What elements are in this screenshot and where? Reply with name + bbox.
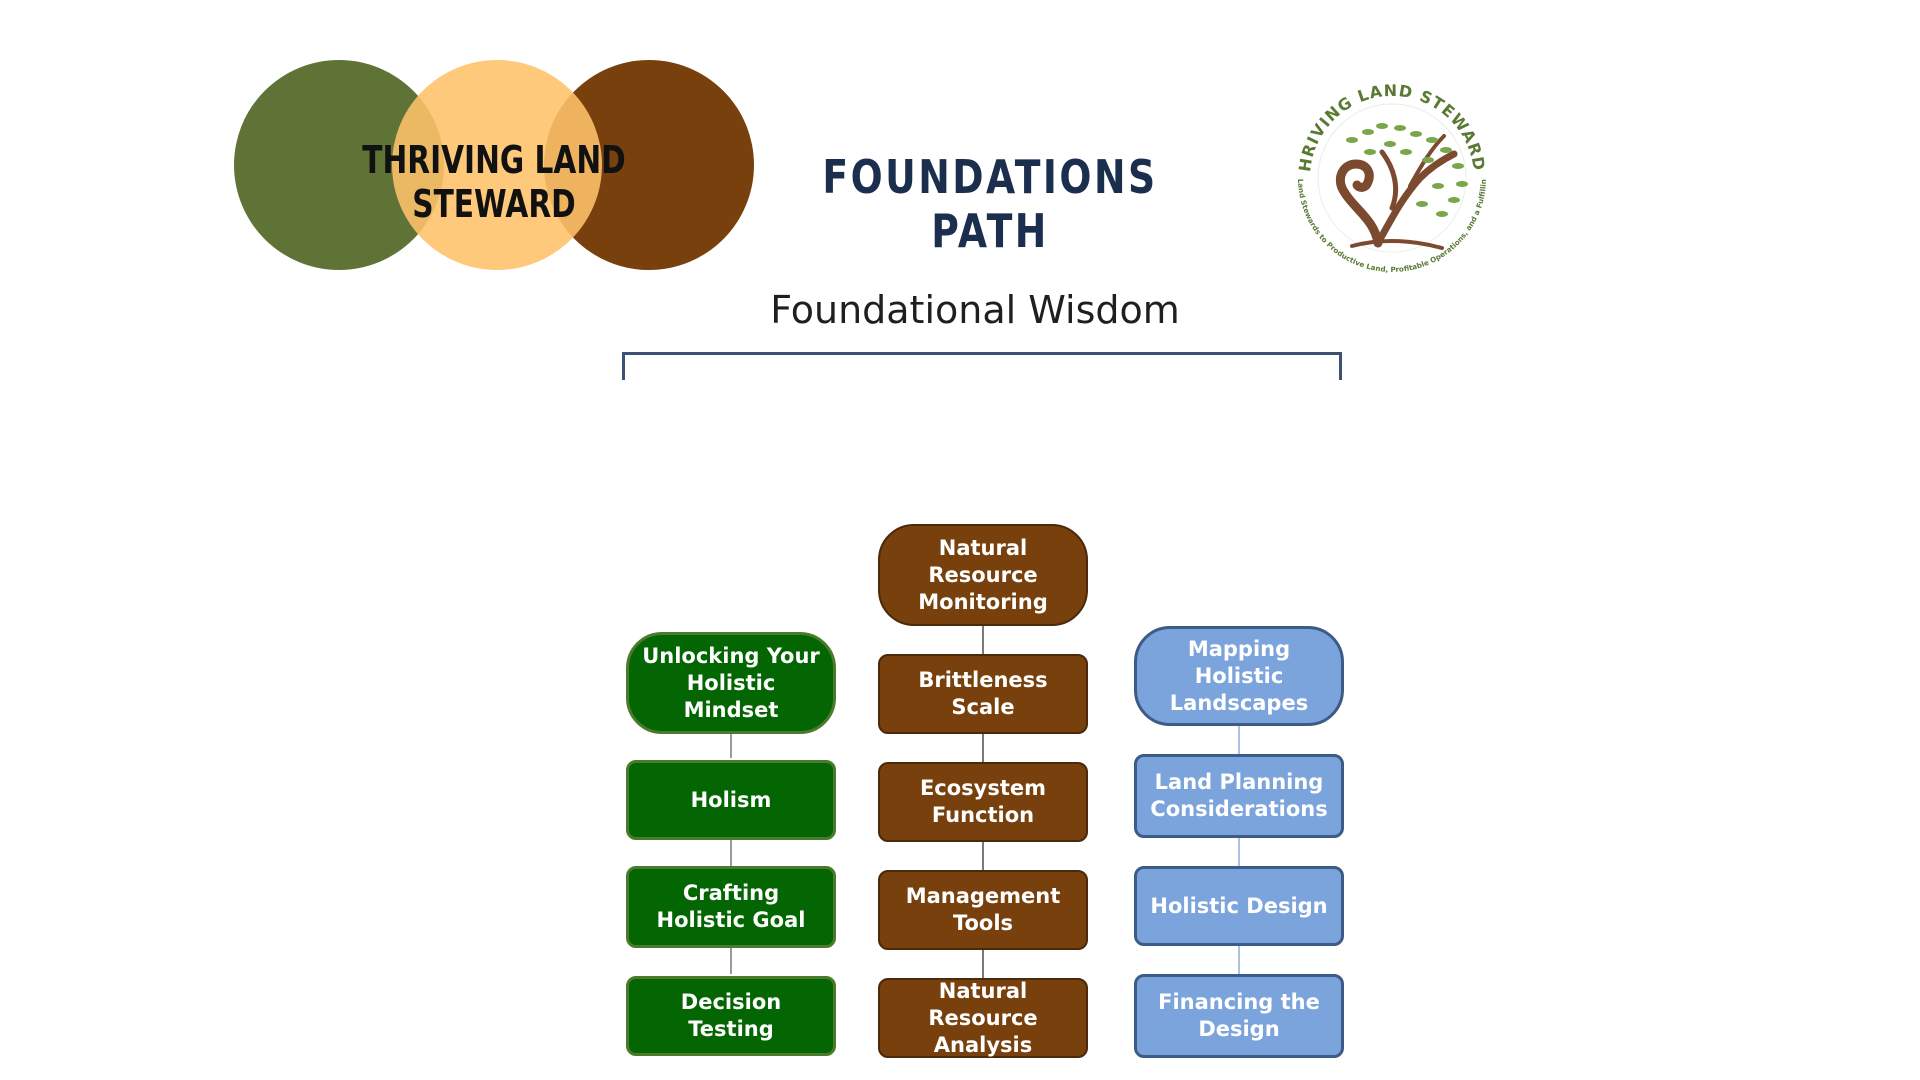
node-unlocking-your-holistic-mindset[interactable]: Unlocking Your Holistic Mindset [626, 632, 836, 734]
connector [1238, 724, 1240, 754]
brand-venn-logo: THRIVING LAND STEWARD [234, 60, 754, 270]
node-holistic-design[interactable]: Holistic Design [1134, 866, 1344, 946]
node-land-planning-considerations[interactable]: Land Planning Considerations [1134, 754, 1344, 838]
connector [982, 624, 984, 654]
node-financing-the-design[interactable]: Financing the Design [1134, 974, 1344, 1058]
connector [1238, 944, 1240, 976]
node-holism[interactable]: Holism [626, 760, 836, 840]
venn-circle-peach [392, 60, 602, 270]
brand-title: THRIVING LAND STEWARD [362, 138, 626, 226]
thriving-land-stewards-seal-logo: THRIVING LAND STEWARDS Guiding Land Stew… [1282, 68, 1488, 274]
connector [730, 838, 732, 866]
node-crafting-holistic-goal[interactable]: Crafting Holistic Goal [626, 866, 836, 948]
node-mapping-holistic-landscapes[interactable]: Mapping Holistic Landscapes [1134, 626, 1344, 726]
path-title: FOUNDATIONS PATH [822, 150, 1158, 258]
node-brittleness-scale[interactable]: Brittleness Scale [878, 654, 1088, 734]
connector [982, 840, 984, 870]
node-natural-resource-monitoring[interactable]: Natural Resource Monitoring [878, 524, 1088, 626]
section-title: Foundational Wisdom [770, 288, 1180, 332]
connector [982, 732, 984, 762]
connector [982, 948, 984, 978]
connector [1238, 836, 1240, 868]
node-management-tools[interactable]: Management Tools [878, 870, 1088, 950]
node-ecosystem-function[interactable]: Ecosystem Function [878, 762, 1088, 842]
node-decision-testing[interactable]: Decision Testing [626, 976, 836, 1056]
section-bracket [622, 352, 1342, 380]
connector [730, 944, 732, 974]
connector [730, 732, 732, 758]
node-natural-resource-analysis[interactable]: Natural Resource Analysis [878, 978, 1088, 1058]
